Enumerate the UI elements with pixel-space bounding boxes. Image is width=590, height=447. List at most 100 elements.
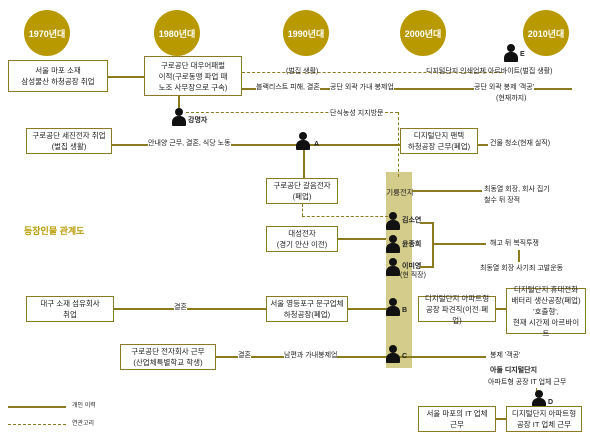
label-kim: 김소연	[402, 217, 422, 224]
line	[432, 243, 486, 245]
label: 대구 소재 섬유회사 취업	[40, 299, 100, 319]
label-reinstatement: 해고 뒤 복직투쟁	[490, 240, 539, 247]
label-marriage1: 결혼	[174, 303, 187, 312]
line	[216, 356, 486, 358]
link-line	[186, 112, 398, 113]
box-digital-phone: 디지털단지 휴대전화 배터리 생산공장(폐업) '호출형', 현재 시간제 아르…	[506, 285, 586, 338]
person-e-icon	[504, 44, 518, 62]
legend-personal: 개인 이력	[72, 403, 96, 409]
legend-link-line	[8, 424, 66, 425]
label: 기륭전자	[386, 187, 414, 197]
line	[108, 76, 144, 78]
label: 구로공단 세진전자 취업 (벌집 생활)	[32, 131, 106, 151]
box-digital-apt-d: 디지털단지 아파트형 공장 IT 업체 근무	[506, 406, 582, 432]
line	[348, 308, 388, 310]
label-restaurant: 안내양 근무, 결혼, 식당 노동	[148, 139, 231, 148]
label: 디지털단지 아파트형 공장 파견직(이전·폐업)	[424, 293, 490, 325]
decade-1990: 1990년대	[283, 10, 329, 56]
line	[242, 88, 572, 90]
legend-personal-line	[8, 406, 66, 408]
label-factory-outside2: 공단 외곽 봉제 '객공'	[474, 83, 535, 92]
label-a: A	[314, 141, 320, 148]
legend-link: 연관고리	[72, 421, 95, 427]
decade-label: 1970년대	[28, 28, 66, 39]
person-yoon-icon	[386, 235, 400, 253]
label-sky-protest: 최동열 회장 사기죄 고발운동	[480, 265, 564, 272]
label-blacklist: 블랙리스트 피해, 결혼	[256, 83, 320, 92]
box-mapo-factory: 서울 마포 소재 삼성물산 하청공장 취업	[8, 60, 108, 92]
person-c-icon	[386, 345, 400, 363]
box-daesung: 대성전자 (경기 안산 이전)	[266, 226, 338, 252]
label: 구로공단 갈음전자 (폐업)	[273, 181, 331, 201]
person-b-icon	[386, 298, 400, 316]
decade-label: 2010년대	[527, 28, 565, 39]
label-factory-outside: 공단 외곽 가내 봉제업	[330, 83, 394, 92]
person-d-icon	[532, 390, 546, 408]
box-kiryung: 기륭전자	[376, 183, 424, 201]
person-lee-icon	[386, 258, 400, 276]
decade-1970: 1970년대	[24, 10, 70, 56]
label: 디지털단지 팬텍 하청공장 근무(폐업)	[407, 131, 471, 151]
label: 서울 마포의 IT 업체 근무	[426, 409, 488, 429]
label-son: 아들 디지털단지	[490, 367, 538, 374]
decade-2010: 2010년대	[523, 10, 569, 56]
line	[114, 308, 266, 310]
label-d: D	[548, 399, 554, 406]
label-e: E	[520, 51, 525, 58]
line	[420, 222, 434, 224]
box-daegu-fiber: 대구 소재 섬유회사 취업	[26, 296, 114, 322]
line	[412, 190, 482, 192]
line	[518, 250, 520, 262]
person-kim-icon	[386, 212, 400, 230]
label-union-head: 최동열 회장, 회사 집기 철수 뒤 장적	[484, 186, 550, 204]
decade-label: 2000년대	[404, 28, 442, 39]
label-beoljip: (벌집 생활)	[286, 68, 319, 75]
label-marriage2: 결혼	[238, 351, 251, 360]
label-husband: 남편과 가내봉제업	[284, 351, 338, 360]
section-title: 등장인물 관계도	[24, 226, 85, 236]
line	[303, 150, 305, 178]
label: 서울 영등포구 문구업체 하청공장(폐업)	[270, 299, 344, 319]
label-b: B	[402, 307, 408, 314]
label-now: (현재까지)	[496, 95, 527, 102]
label-bongje-c: 봉제 '객공'	[490, 352, 521, 359]
line	[496, 308, 506, 310]
line	[496, 418, 506, 420]
line	[432, 222, 434, 268]
box-guro-galeum: 구로공단 갈음전자 (폐업)	[266, 178, 338, 204]
box-digital-apt-b: 디지털단지 아파트형 공장 파견직(이전·폐업)	[418, 294, 496, 325]
decade-2000: 2000년대	[400, 10, 446, 56]
label-kang: 강명자	[188, 117, 208, 124]
label-lee-sub: (현 직장)	[400, 272, 426, 279]
line	[478, 144, 488, 146]
decade-label: 1980년대	[158, 28, 196, 39]
line	[338, 238, 386, 240]
box-guro-sechang: 구로공단 세진전자 취업 (벌집 생활)	[26, 128, 112, 154]
line	[178, 96, 180, 110]
line	[420, 266, 434, 268]
link-line	[242, 72, 502, 73]
label-c: C	[402, 353, 408, 360]
person-kang-icon	[172, 108, 186, 126]
label: 대성전자 (경기 안산 이전)	[276, 229, 328, 249]
label-son2: 아파트형 공장 IT 업체 근무	[488, 379, 567, 386]
box-mapo-it: 서울 마포의 IT 업체 근무	[418, 406, 496, 432]
label-yoon: 윤종희	[402, 241, 422, 248]
label-sindan: 단식농성 지지방문	[330, 109, 384, 118]
decade-label: 1990년대	[287, 28, 325, 39]
label-lee: 이미영	[402, 263, 422, 270]
label-cleaning: 건물 청소(현재 실직)	[490, 140, 551, 147]
label: 디지털단지 아파트형 공장 IT 업체 근무	[511, 409, 577, 429]
label-digital-print: 디지털단지 인쇄업체 아르바이트(벌집 생활)	[426, 68, 553, 75]
box-guro-daewoo: 구로공단 대우어패럴 이적(구로동맹 파업 때 노조 사무장으로 구속)	[144, 56, 242, 96]
line	[112, 144, 400, 146]
label: 구로공단 전자회사 근무 (산업체특별학교 학생)	[131, 347, 205, 367]
person-a-icon	[296, 132, 310, 150]
link-line	[302, 204, 303, 216]
box-yeongdeungpo: 서울 영등포구 문구업체 하청공장(폐업)	[266, 296, 348, 322]
label: 서울 마포 소재 삼성물산 하청공장 취업	[21, 66, 95, 86]
label: 디지털단지 휴대전화 배터리 생산공장(폐업) '호출형', 현재 시간제 아르…	[511, 284, 581, 338]
label: 구로공단 대우어패럴 이적(구로동맹 파업 때 노조 사무장으로 구속)	[158, 60, 228, 92]
decade-1980: 1980년대	[154, 10, 200, 56]
link-line	[302, 216, 388, 217]
